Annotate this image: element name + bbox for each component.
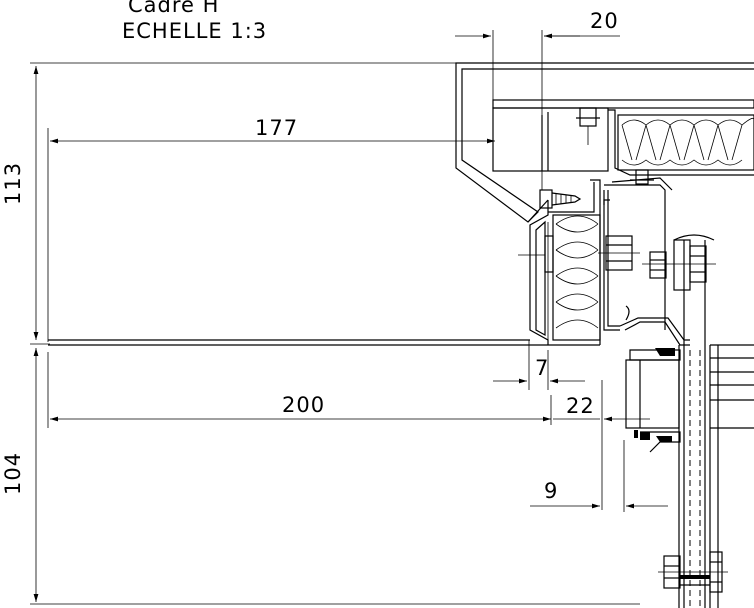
insulation-top (617, 114, 754, 171)
dimension-9: 9 (530, 440, 668, 512)
frame-profile (518, 179, 601, 345)
dimension-200: 200 (47, 352, 551, 428)
dimension-104: 104 (1, 343, 640, 605)
top-rail (492, 99, 754, 176)
dim-label-200: 200 (282, 393, 325, 417)
lower-rails (710, 344, 754, 429)
drawing-title: Cadre H (128, 0, 219, 17)
mid-bolt-right (642, 239, 716, 291)
dimension-177: 177 (47, 116, 495, 342)
dimension-7: 7 (493, 340, 585, 390)
top-bolt (576, 107, 600, 145)
gaskets (634, 348, 675, 442)
dim-label-9: 9 (544, 479, 558, 503)
dim-label-7: 7 (535, 356, 549, 380)
drawing-scale: ECHELLE 1:3 (122, 19, 267, 43)
dim-label-22: 22 (566, 394, 595, 418)
dim-label-104: 104 (1, 452, 25, 495)
mid-bolt-left (598, 235, 640, 271)
dimension-113: 113 (1, 62, 456, 340)
dim-label-20: 20 (590, 9, 619, 33)
bottom-bolt (658, 551, 728, 593)
dim-label-177: 177 (255, 116, 298, 140)
insulation-vertical (552, 214, 601, 341)
z-profile (619, 305, 690, 346)
dim-label-113: 113 (1, 162, 25, 205)
sill-line (48, 339, 600, 346)
bracket (603, 169, 673, 331)
dimension-22: 22 (550, 380, 650, 510)
screw (539, 189, 582, 209)
top-flashing-profile (455, 62, 754, 223)
dimension-20: 20 (455, 9, 620, 190)
title-block: Cadre H ECHELLE 1:3 (122, 0, 267, 43)
